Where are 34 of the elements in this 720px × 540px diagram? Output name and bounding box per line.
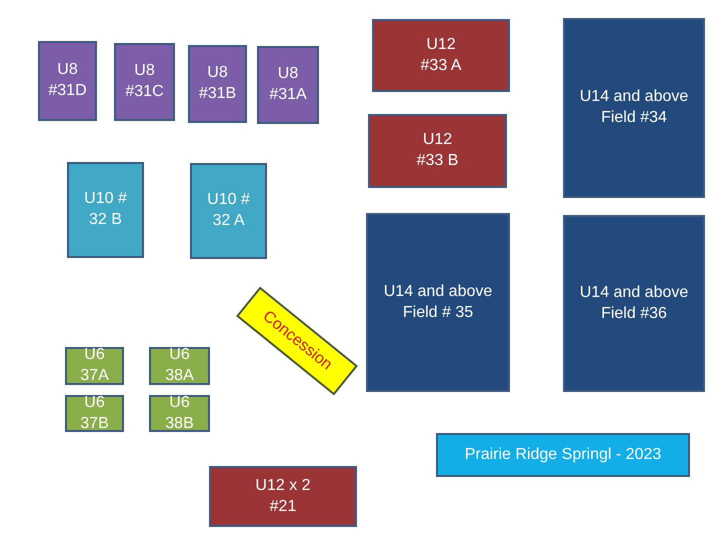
- field-label: U6 37A: [79, 345, 110, 386]
- field-area: [190, 163, 267, 259]
- field-label: U8 #31B: [198, 63, 238, 104]
- field-area: [114, 43, 175, 121]
- field-label: U12 #33 B: [416, 130, 460, 171]
- field-label: U8 #31C: [124, 61, 165, 102]
- field-area: [563, 18, 705, 198]
- field-area: [368, 114, 507, 188]
- field-label: U12 x 2 #21: [254, 476, 312, 516]
- banner: [436, 433, 690, 477]
- field-area: [366, 213, 510, 392]
- field-area: [188, 45, 247, 123]
- field-label: U12 #33 A: [420, 34, 462, 76]
- field-label: U14 and above Field # 35: [382, 282, 494, 322]
- field-label: U6 37B: [79, 392, 110, 434]
- field-label: U8 #31A: [268, 64, 308, 105]
- field-area: [372, 19, 510, 92]
- field-area: [38, 41, 97, 121]
- field-label: U14 and above Field #36: [578, 282, 690, 324]
- field-area: [67, 162, 144, 258]
- banner-title: Prairie Ridge Springl - 2023: [464, 444, 662, 465]
- field-area: [257, 46, 319, 124]
- field-area: [209, 466, 357, 527]
- field-label: U6 38B: [164, 392, 195, 434]
- field-area: [65, 347, 124, 385]
- field-area: [563, 215, 705, 392]
- field-label: U14 and above Field #34: [578, 87, 690, 128]
- field-area: [65, 395, 124, 432]
- field-label: U10 # 32 B: [83, 189, 128, 230]
- field-label: U8 #31D: [47, 60, 88, 101]
- field-area: [149, 347, 210, 385]
- field-label: U6 38A: [164, 345, 195, 386]
- field-label: U10 # 32 A: [206, 190, 251, 231]
- field-area: [149, 395, 210, 432]
